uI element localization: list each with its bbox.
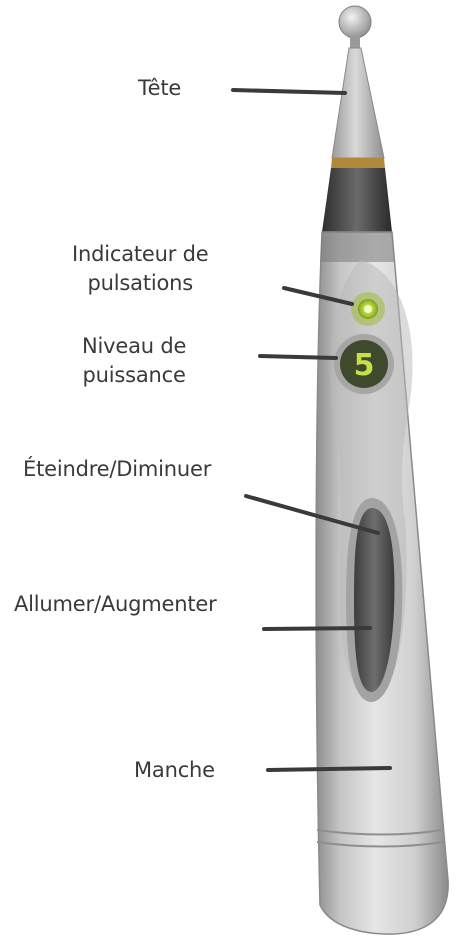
leader-line-manche	[268, 768, 390, 770]
label-niveau-puissance: Niveau de puissance	[82, 332, 186, 390]
dark-band	[322, 168, 392, 232]
label-tete: Tête	[138, 74, 181, 103]
leader-line-allumer	[264, 628, 370, 629]
label-allumer-augmenter: Allumer/Augmenter	[14, 590, 217, 619]
pen-head	[332, 48, 384, 158]
leader-line-tete	[233, 90, 345, 93]
power-digit: 5	[354, 348, 375, 383]
label-eteindre-diminuer: Éteindre/Diminuer	[23, 455, 211, 484]
label-indicateur-pulsations: Indicateur de pulsations	[72, 240, 209, 298]
leader-line-niveau	[260, 356, 336, 358]
label-manche: Manche	[134, 756, 215, 785]
tip-ball	[339, 6, 371, 38]
body-top-shadow	[320, 232, 394, 262]
gold-ring	[331, 158, 385, 168]
